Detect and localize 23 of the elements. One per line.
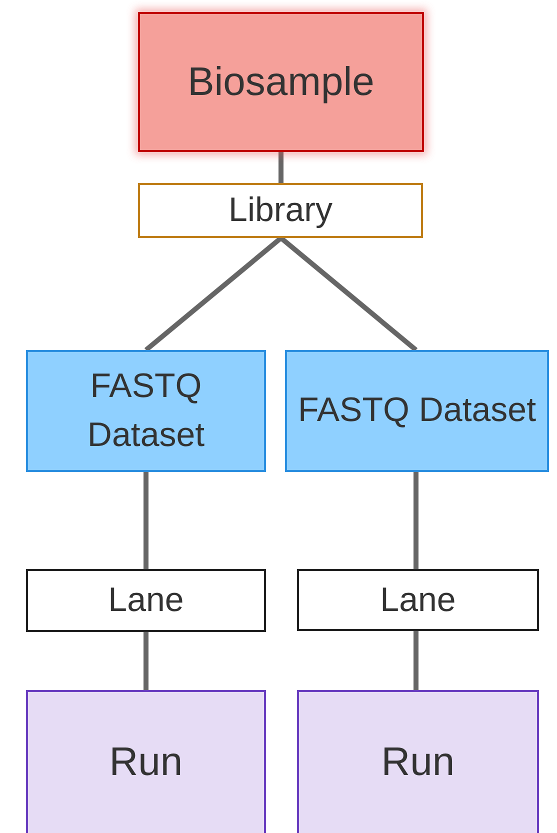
connector-line [144,236,283,352]
biosample-box [138,12,424,152]
connector-line [278,152,284,183]
box-label: Biosample [188,59,374,106]
dataset-box [285,350,549,472]
box-label: Run [381,738,455,786]
box-label: Lane [108,580,184,621]
lane-box [26,569,266,632]
connector-line [414,631,418,690]
box-label: Lane [380,580,456,620]
connector-line [279,236,418,352]
box-label: Run [109,738,183,786]
connector-line [144,472,148,569]
box-label: Library [228,190,332,231]
connector-line [414,472,418,569]
connector-line [144,632,148,690]
library-box [138,183,423,238]
dataset-box [26,350,266,472]
box-label: FASTQ Dataset [86,366,206,456]
run-box [26,690,266,833]
run-box [297,690,539,833]
box-label: FASTQ Dataset [298,390,536,432]
lane-box [297,569,539,631]
